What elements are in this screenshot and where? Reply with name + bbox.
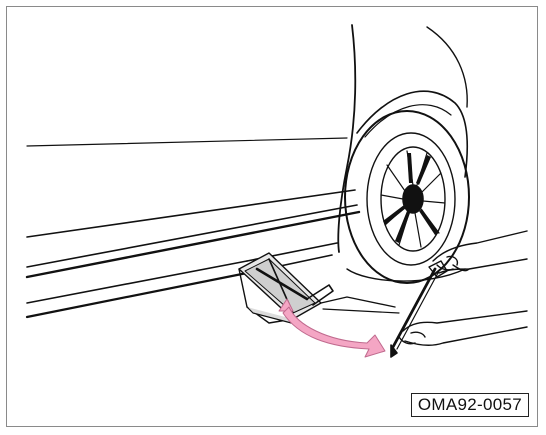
wheel-arch xyxy=(338,25,467,252)
car-body xyxy=(27,138,359,317)
hand-lower xyxy=(399,311,527,345)
scissor-jack xyxy=(239,253,399,325)
figure-frame: OMA92-0057 xyxy=(6,6,538,427)
jack-illustration xyxy=(7,7,538,427)
figure-code-label: OMA92-0057 xyxy=(411,393,529,417)
tire xyxy=(345,111,469,283)
jack-handle xyxy=(391,261,447,357)
